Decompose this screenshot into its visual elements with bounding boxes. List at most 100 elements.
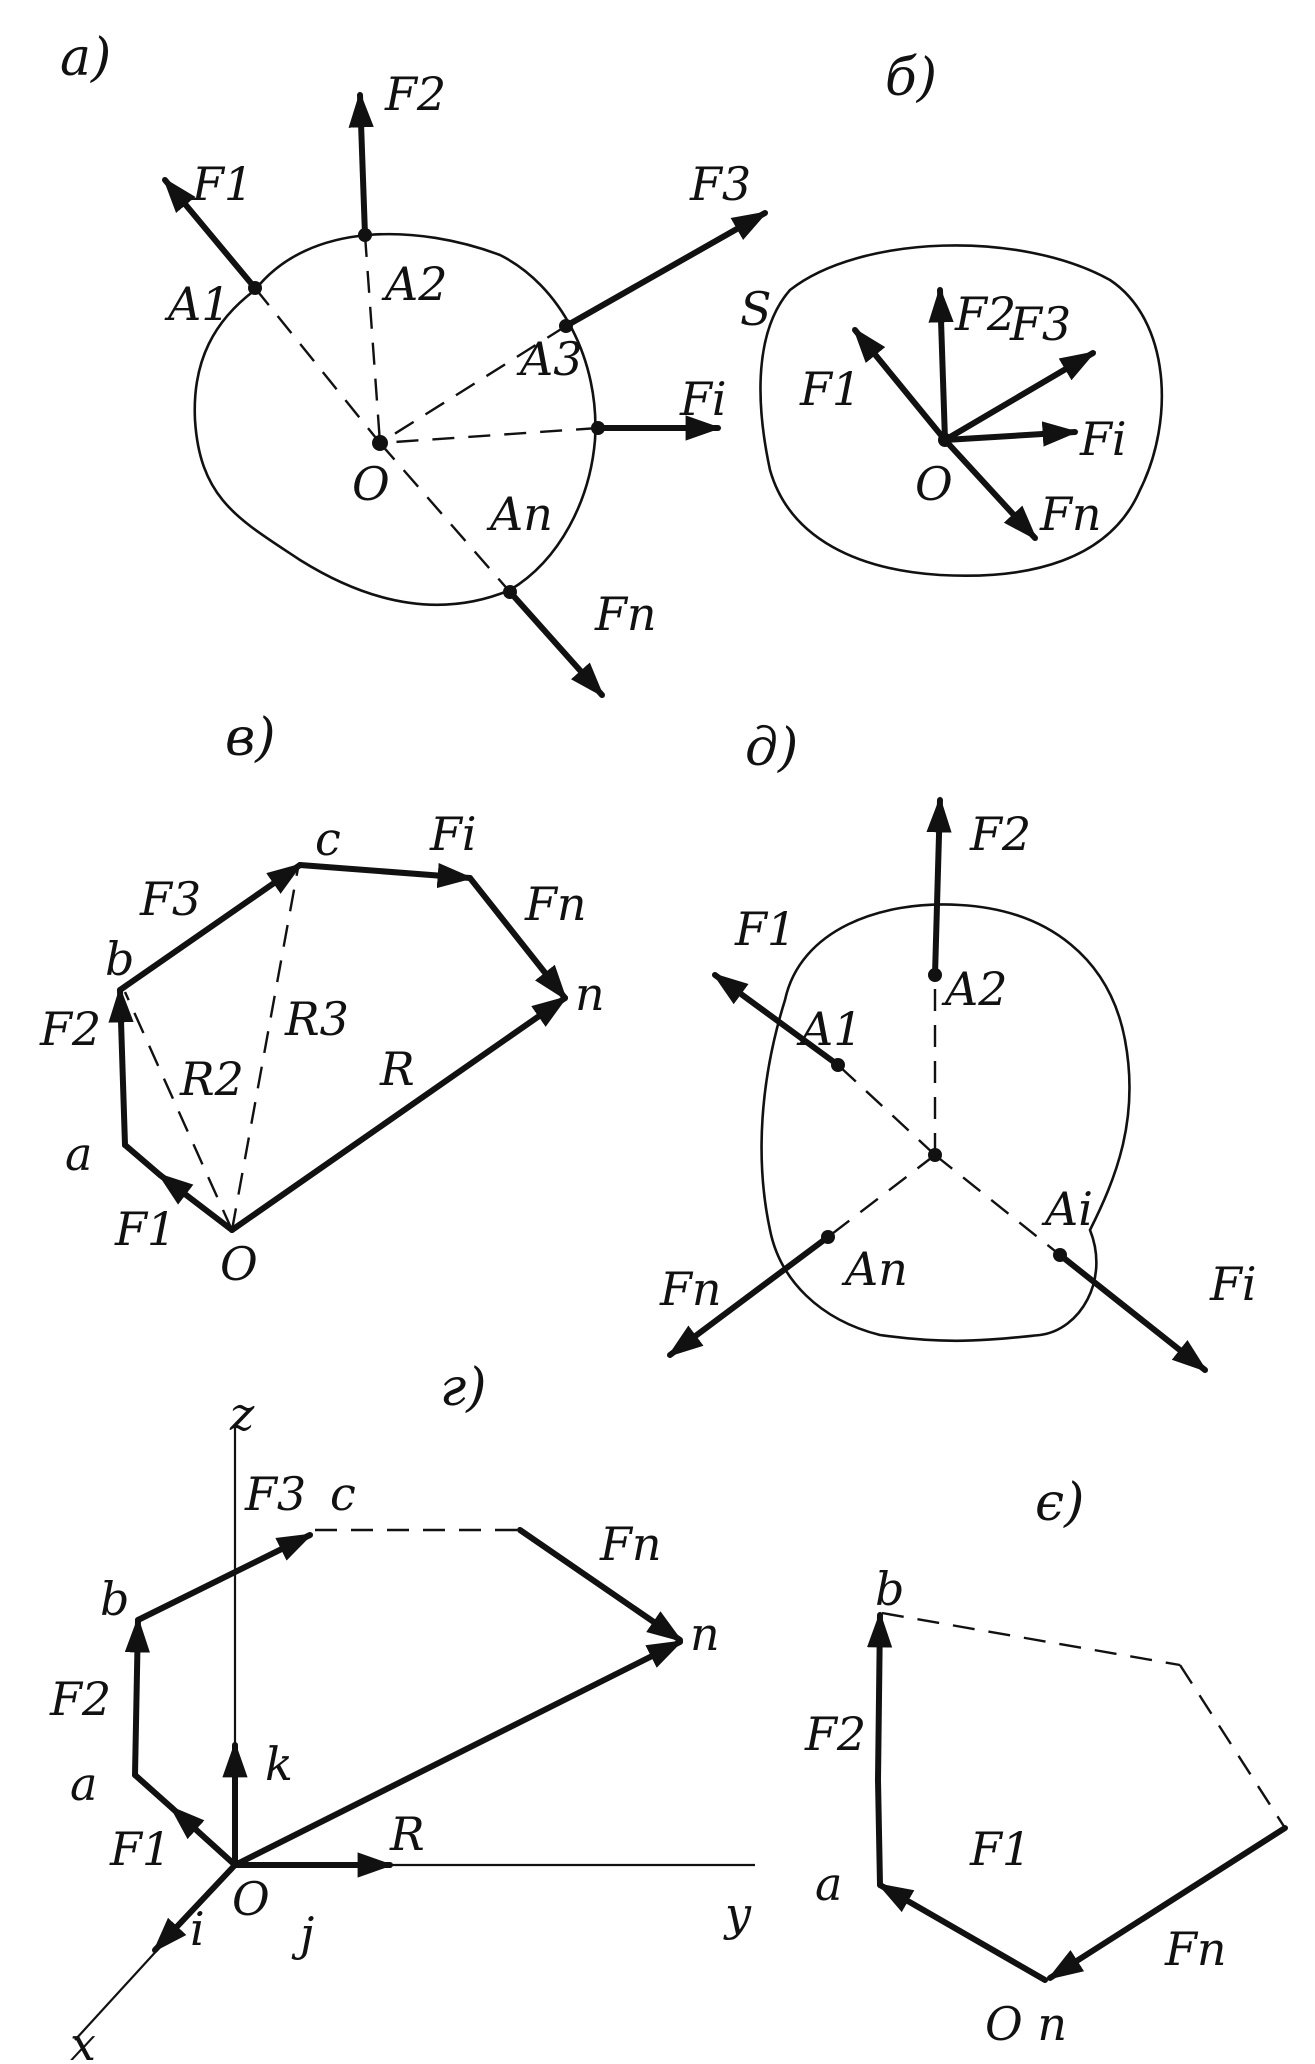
panel-b-label-S: S [740, 282, 772, 336]
panel-a-dash-A1 [254, 287, 381, 444]
panel-d-force-Fn [667, 1234, 831, 1358]
panel-g-label-y: y [723, 1887, 752, 1941]
panel-a-label-Fi: Fi [679, 372, 727, 426]
panel-e-force-Fn [1046, 1825, 1288, 1981]
panel-g-force-F3 [135, 1532, 314, 1623]
panel-e-dash-right [1178, 1664, 1287, 1829]
panel-a-dash-Ai [379, 426, 599, 445]
panel-d-label-A2: A2 [941, 962, 1008, 1016]
panel-b-force-Fi [942, 421, 1079, 447]
panel-v-dash-R3 [230, 867, 300, 1231]
panel-b-label-F2: F2 [954, 287, 1016, 341]
panel-e-label-b: b [875, 1562, 904, 1616]
panel-a-dash-A3 [379, 324, 567, 445]
panel-g-label-R: R [389, 1807, 425, 1861]
panel-a-label-F1: F1 [191, 157, 253, 211]
panel-d-label-A1: A1 [796, 1002, 863, 1056]
panel-v-label-F1: F1 [114, 1202, 176, 1256]
panel-g-force-F2 [124, 1616, 150, 1778]
panel-g-label-O: O [232, 1872, 270, 1926]
panel-v-label-a: a [65, 1127, 92, 1181]
panel-g-label-k: k [265, 1737, 293, 1791]
panel-d-label-An: An [841, 1242, 908, 1296]
panel-d-force-F1 [712, 972, 841, 1068]
panel-d-dash-A1 [837, 1064, 936, 1156]
panel-v-label-Fi: Fi [429, 807, 477, 861]
panel-b-force-F1 [852, 327, 948, 443]
panel-v-force-F1 [157, 1172, 235, 1233]
panel-e-force-F1 [876, 1882, 1048, 1983]
panel-v-label-b: b [105, 932, 134, 986]
panel-v-resultant-R [229, 995, 568, 1233]
panel-d-label-F2: F2 [969, 807, 1031, 861]
panel-e-label: є) [1035, 1473, 1084, 1533]
panel-d-dash-Ai [934, 1154, 1061, 1256]
panel-e-force-F2 [867, 1611, 893, 1783]
panel-e-label-F1: F1 [969, 1822, 1031, 1876]
panel-b-body-outline [759, 244, 1164, 577]
panel-d-label-Ai: Ai [1041, 1182, 1093, 1236]
panel-a-force-F2 [348, 91, 374, 238]
panel-v-label-n: n [575, 967, 605, 1021]
panel-g-label-F1: F1 [109, 1822, 171, 1876]
panel-v-label-c: c [315, 812, 341, 866]
panel-e-label-F2: F2 [804, 1707, 866, 1761]
panel-a-label-O: O [352, 457, 390, 511]
panel-g-label-a: a [70, 1757, 97, 1811]
panel-d: д) F1 F2 A1 A2 Ai An Fn Fi [659, 718, 1257, 1373]
panel-d-label-Fn: Fn [659, 1262, 722, 1316]
panel-g-label-j: j [291, 1907, 314, 1961]
panel-v-label-F2: F2 [39, 1002, 101, 1056]
panel-v-label-Fn: Fn [524, 877, 587, 931]
panel-d-dash-An [827, 1154, 936, 1238]
panel-g-force-Fn [517, 1527, 683, 1643]
panel-v-label-F3: F3 [139, 872, 201, 926]
panel-e: є) b a O n F2 F1 Fn [804, 1473, 1288, 2051]
panel-v-force-Fi [297, 862, 474, 889]
panel-d-force-Fi [1057, 1252, 1208, 1373]
panel-a-label-F2: F2 [384, 67, 446, 121]
panel-e-label-On: O n [985, 1997, 1067, 2051]
panel-a-label-Fn: Fn [594, 587, 657, 641]
panel-a-force-Fn [507, 589, 605, 698]
panel-b-force-F3 [942, 350, 1097, 443]
panel-b-label-F1: F1 [799, 362, 861, 416]
panel-b: б) S F1 F2 F3 Fi Fn O [740, 48, 1164, 577]
panel-g-label: г) [440, 1358, 487, 1418]
panel-e-force-F2-shaft [875, 1777, 883, 1888]
panel-g-label-i: i [190, 1902, 205, 1956]
panel-g-label-x: x [70, 2017, 96, 2064]
panel-g-label-F2: F2 [49, 1672, 111, 1726]
panel-g-unit-i [152, 1862, 238, 1953]
panel-v-force-F3 [117, 862, 303, 993]
panel-b-force-F2 [928, 286, 954, 443]
panel-b-label: б) [885, 48, 937, 108]
panel-a-label-A3: A3 [516, 332, 583, 386]
panel-g-force-F1 [169, 1805, 238, 1868]
panel-b-force-Fn [942, 437, 1038, 541]
panel-g-label-c: c [330, 1467, 356, 1521]
panel-v-label: в) [225, 708, 276, 768]
panel-d-label-F1: F1 [734, 902, 796, 956]
panel-g-label-n: n [690, 1607, 720, 1661]
panel-b-label-O: O [915, 457, 953, 511]
panel-v: в) c b a n O Fi Fn F3 F2 F1 R2 R3 R [39, 708, 605, 1291]
panel-v-force-F2 [108, 986, 134, 1148]
panel-d-label-Fi: Fi [1209, 1257, 1257, 1311]
panel-e-label-Fn: Fn [1164, 1922, 1227, 1976]
panel-a: а) F1 F2 F3 Fi Fn A1 A2 A3 An O [60, 28, 769, 698]
panel-a-dash-An [379, 442, 511, 593]
panel-b-label-Fi: Fi [1079, 412, 1127, 466]
panel-d-label: д) [745, 718, 798, 778]
panel-v-label-R2: R2 [179, 1052, 244, 1106]
panel-b-label-Fn: Fn [1039, 487, 1102, 541]
panel-e-dash-top [881, 1611, 1181, 1667]
panel-a-label-A1: A1 [164, 277, 231, 331]
panel-a-label-A2: A2 [381, 257, 448, 311]
panel-g-label-Fn: Fn [599, 1517, 662, 1571]
panel-a-force-F1 [162, 177, 258, 291]
panel-a-body-outline [193, 232, 597, 606]
panel-d-point-O [928, 1148, 942, 1162]
